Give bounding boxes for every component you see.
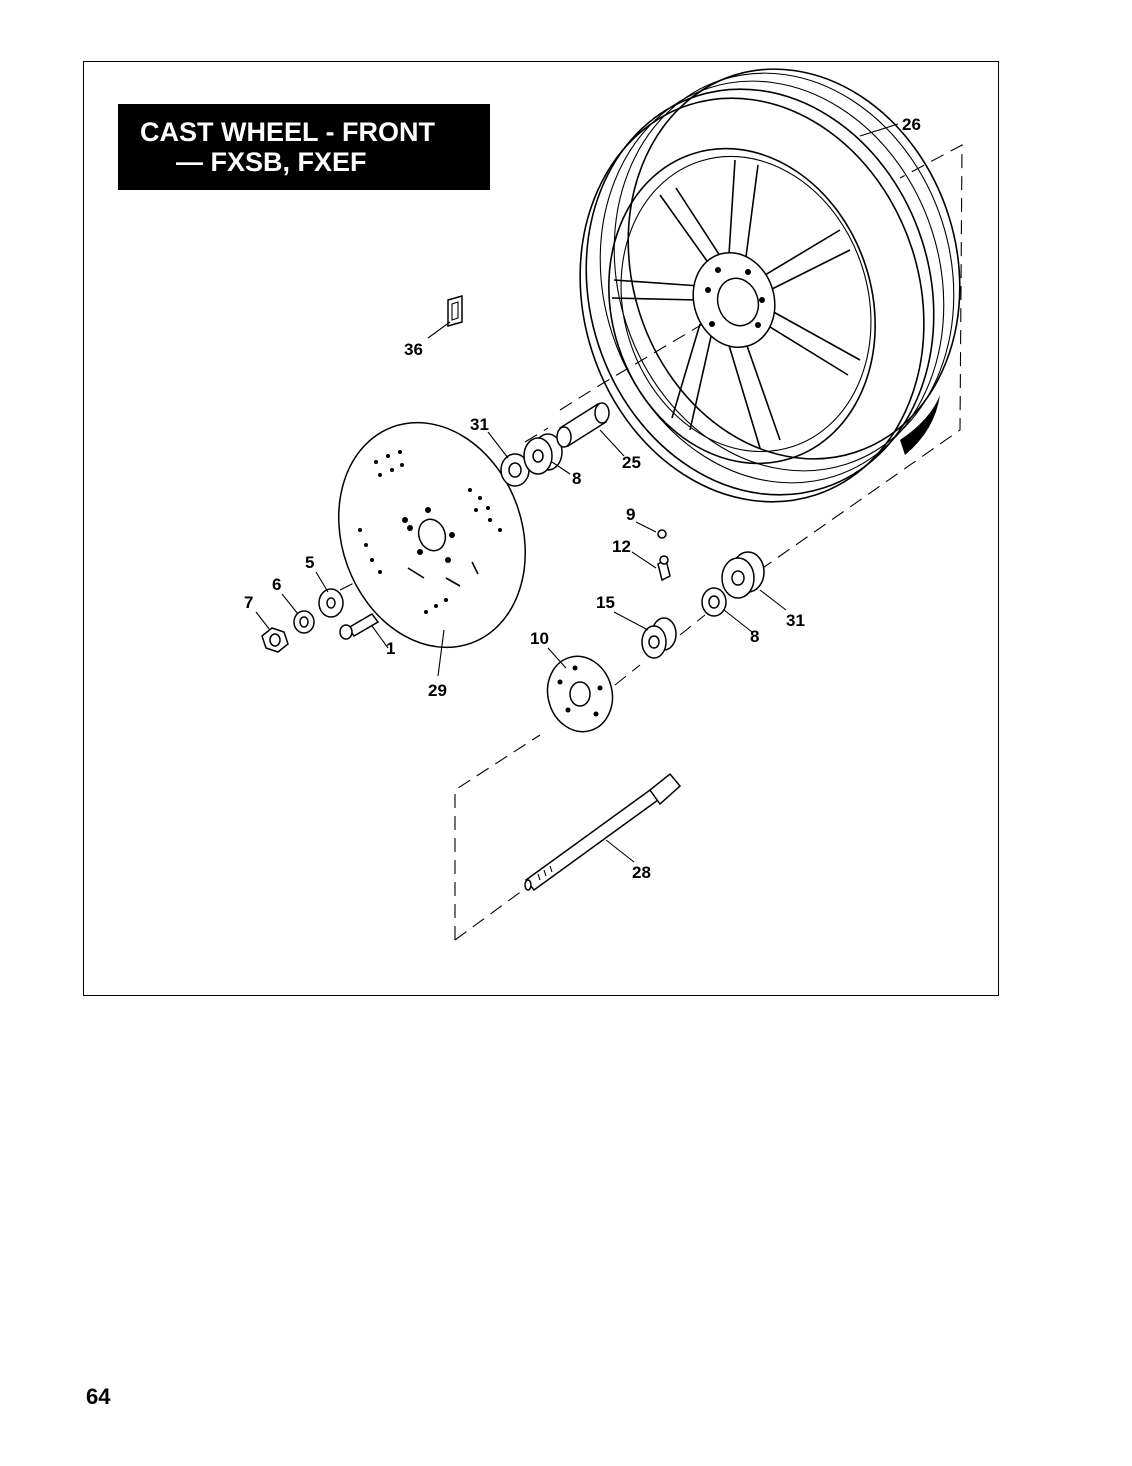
decal-36 bbox=[447, 295, 463, 327]
washer-5 bbox=[318, 588, 344, 618]
cast-wheel bbox=[579, 68, 961, 503]
spacer-15 bbox=[641, 617, 677, 659]
callout-15: 15 bbox=[596, 593, 615, 612]
bearing-8-lower bbox=[701, 587, 727, 617]
callout-9: 9 bbox=[626, 505, 635, 524]
fitting-12 bbox=[657, 555, 671, 582]
screw-9 bbox=[657, 529, 667, 539]
diagram-frame bbox=[83, 61, 999, 996]
callout-31-right: 31 bbox=[786, 611, 805, 630]
callout-29: 29 bbox=[428, 681, 447, 700]
flange-10 bbox=[546, 655, 614, 733]
callout-8-upper: 8 bbox=[572, 469, 581, 488]
title-line-1: CAST WHEEL - FRONT bbox=[140, 117, 435, 147]
nut-7 bbox=[261, 627, 289, 653]
bolt-1 bbox=[339, 613, 380, 640]
title-line-2: — FXSB, FXEF bbox=[176, 147, 367, 177]
callout-6: 6 bbox=[272, 575, 281, 594]
callout-10: 10 bbox=[530, 629, 549, 648]
bearing-8-upper bbox=[523, 433, 563, 475]
callout-1: 1 bbox=[386, 639, 395, 658]
title-box: CAST WHEEL - FRONT — FXSB, FXEF bbox=[118, 104, 490, 190]
brake-disc bbox=[337, 421, 527, 649]
lockwasher-6 bbox=[293, 610, 315, 634]
callout-36: 36 bbox=[404, 340, 423, 359]
callout-12: 12 bbox=[612, 537, 631, 556]
callout-25: 25 bbox=[622, 453, 641, 472]
callout-8-lower: 8 bbox=[750, 627, 759, 646]
axle-28 bbox=[524, 772, 682, 892]
wheel-spokes bbox=[611, 159, 861, 449]
page-number: 64 bbox=[86, 1384, 111, 1409]
callout-31-left: 31 bbox=[470, 415, 489, 434]
callout-26: 26 bbox=[902, 115, 921, 134]
callout-28: 28 bbox=[632, 863, 651, 882]
callout-5: 5 bbox=[305, 553, 314, 572]
spacer-25 bbox=[556, 402, 610, 448]
callouts: 26 36 31 8 25 9 12 15 31 8 10 29 1 5 6 7… bbox=[244, 115, 921, 882]
leader-lines bbox=[255, 123, 899, 863]
callout-7: 7 bbox=[244, 593, 253, 612]
bearing-31-right bbox=[721, 551, 765, 599]
